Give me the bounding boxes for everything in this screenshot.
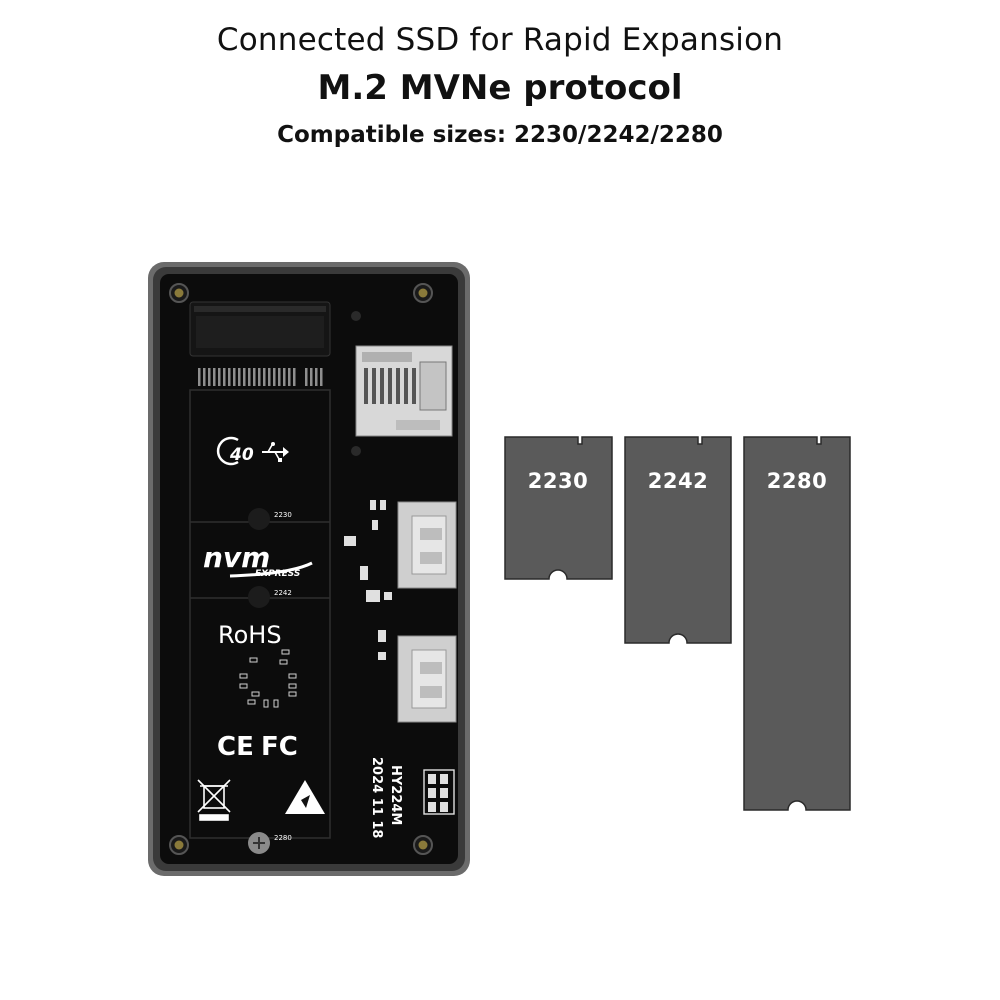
headline-title: Connected SSD for Rapid Expansion	[216, 22, 784, 58]
headline-sizes: Compatible sizes: 2230/2242/2280	[277, 122, 723, 148]
mount-hole-2280: 2280	[248, 832, 292, 854]
smd-components	[344, 500, 455, 815]
usb-c-port-2	[397, 635, 457, 723]
fc-mark: FC	[261, 732, 298, 762]
ssd-label-2280: 2280	[767, 469, 827, 493]
mount-label-2242: 2242	[274, 589, 292, 597]
weee-bin-icon	[197, 779, 231, 821]
usb4-label: 40	[229, 445, 254, 465]
ssd-card-2242: 2242	[624, 436, 732, 644]
usb4-logo: 40	[216, 436, 289, 466]
usb-c-port-1	[397, 501, 457, 589]
corner-screws	[169, 283, 433, 855]
nvm-express-logo: nvm EXPRESS	[203, 541, 313, 579]
mount-hole-2242: 2242	[248, 586, 292, 608]
board-date: 2024 11 18	[369, 757, 384, 838]
ssd-card-2280: 2280	[743, 436, 851, 811]
nvm-express-text: EXPRESS	[255, 569, 300, 579]
passive-components	[239, 649, 297, 708]
ssd-label-2242: 2242	[648, 469, 708, 493]
m2-connector	[189, 301, 331, 386]
headline-protocol: M.2 MVNe protocol	[317, 68, 683, 108]
board-model: HY224M	[388, 765, 403, 825]
test-pad	[351, 446, 361, 456]
mount-hole-2230: 2230	[248, 508, 292, 530]
microsd-slot	[355, 345, 453, 437]
nvm-logo-text: nvm	[203, 541, 270, 574]
mount-label-2230: 2230	[274, 511, 292, 519]
test-pad	[351, 311, 361, 321]
rohs-mark: RoHS	[218, 621, 282, 649]
ssd-card-2230: 2230	[504, 436, 613, 580]
ce-mark: CE	[217, 732, 254, 762]
board-model-block: HY224M	[388, 765, 403, 825]
mount-label-2280: 2280	[274, 834, 292, 842]
board-date-block: 2024 11 18	[369, 757, 384, 838]
ce-fc-marks: CE FC	[217, 732, 298, 762]
esd-warning-icon	[285, 780, 325, 814]
ssd-label-2230: 2230	[528, 469, 588, 493]
